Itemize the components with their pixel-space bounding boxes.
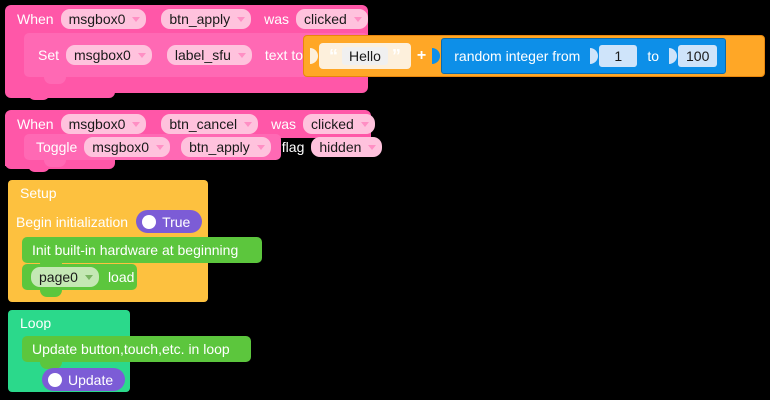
when-label: When [17, 116, 54, 132]
text-to-label: text to [264, 47, 304, 63]
chevron-down-icon [237, 52, 246, 58]
cancel-component-dropdown[interactable]: msgbox0 [60, 114, 147, 134]
begin-toggle-label: True [162, 213, 191, 230]
setup-title: Setup [20, 185, 57, 201]
socket-plug-to [669, 48, 677, 64]
toggle-component-value: msgbox0 [92, 139, 150, 155]
statement-block-update-loop[interactable]: Update button,touch,etc. in loop [22, 336, 251, 362]
block-notch [28, 93, 50, 100]
cancel-target-value: btn_cancel [169, 116, 238, 132]
chevron-down-icon [137, 52, 146, 58]
toggle-target-value: btn_apply [189, 139, 250, 155]
socket-plug-string [310, 48, 318, 64]
load-label: load [107, 269, 135, 285]
page-load-row: page0 load [22, 264, 137, 290]
value-block-string[interactable]: “ Hello ” [319, 43, 411, 69]
cancel-target-dropdown[interactable]: btn_cancel [161, 114, 259, 134]
event-dropdown-value: clicked [304, 11, 347, 27]
component-dropdown-msgbox0[interactable]: msgbox0 [60, 9, 147, 29]
set-component-value: msgbox0 [74, 47, 131, 63]
set-row: Set msgbox0 label_sfu text to [24, 33, 368, 77]
cancel-component-value: msgbox0 [68, 116, 126, 132]
block-notch [28, 165, 50, 172]
value-block-random-integer[interactable]: random integer from 1 to 100 [441, 38, 727, 74]
was-label: was [271, 116, 297, 132]
set-label: Set [38, 47, 60, 63]
event-dropdown-clicked[interactable]: clicked [296, 9, 368, 29]
chevron-down-icon [84, 274, 93, 280]
cancel-event-dropdown[interactable]: clicked [303, 114, 375, 134]
component-dropdown-value: msgbox0 [68, 11, 126, 27]
statement-block-page-load[interactable]: page0 load [22, 264, 137, 290]
random-to-field[interactable]: 100 [678, 45, 718, 67]
open-quote-icon: “ [329, 46, 338, 66]
chevron-down-icon [132, 121, 141, 127]
chevron-down-icon [156, 144, 165, 150]
statement-block-init-hardware[interactable]: Init built-in hardware at beginning [22, 237, 262, 263]
chevron-down-icon [132, 16, 141, 22]
close-quote-icon: ” [391, 46, 401, 66]
join-operator: + [416, 47, 427, 64]
begin-initialization-row: Begin initialization True [16, 210, 203, 233]
begin-initialization-toggle[interactable]: True [136, 210, 203, 233]
target-dropdown-value: btn_apply [169, 11, 231, 27]
chevron-down-icon [244, 121, 253, 127]
chevron-down-icon [368, 144, 377, 150]
statement-block-toggle-flag[interactable]: Toggle msgbox0 btn_apply flag hidden [24, 134, 383, 160]
chevron-down-icon [256, 144, 265, 150]
chevron-down-icon [353, 16, 362, 22]
toggle-label: Toggle [36, 139, 78, 155]
update-loop-label: Update button,touch,etc. in loop [32, 341, 230, 357]
when-label: When [17, 11, 54, 27]
radio-dot-icon [142, 214, 157, 229]
loop-title: Loop [20, 315, 52, 331]
update-toggle[interactable]: Update [42, 368, 126, 391]
cancel-event-value: clicked [311, 116, 354, 132]
statement-notch [44, 77, 66, 84]
random-from-field[interactable]: 1 [599, 45, 638, 67]
event-block-btn-apply-foot [5, 76, 115, 98]
toggle-flag-dropdown[interactable]: hidden [311, 137, 383, 157]
value-block-text-join[interactable]: “ Hello ” + random integer from 1 to 100 [303, 35, 765, 77]
set-property-dropdown[interactable]: label_sfu [166, 45, 252, 65]
toggle-component-dropdown[interactable]: msgbox0 [84, 137, 171, 157]
statement-notch [40, 362, 62, 369]
random-from-label: random integer from [454, 48, 581, 64]
toggle-row: Toggle msgbox0 btn_apply flag hidden [24, 134, 383, 160]
begin-initialization-label: Begin initialization [16, 213, 129, 230]
string-text-field[interactable]: Hello [342, 47, 388, 65]
radio-dot-icon [48, 372, 62, 387]
page-dropdown[interactable]: page0 [31, 267, 99, 287]
event-block-btn-cancel[interactable]: When msgbox0 btn_cancel was clicked [5, 110, 375, 138]
target-dropdown-btn-apply[interactable]: btn_apply [161, 9, 252, 29]
init-hardware-row: Init built-in hardware at beginning [22, 237, 262, 263]
setup-block-foot [8, 288, 208, 302]
flag-label: flag [281, 139, 305, 155]
toggle-flag-value: hidden [319, 139, 362, 155]
page-dropdown-value: page0 [39, 269, 78, 285]
statement-notch [40, 290, 62, 297]
set-component-dropdown[interactable]: msgbox0 [66, 45, 152, 65]
update-toggle-label: Update [68, 371, 114, 388]
set-property-value: label_sfu [174, 47, 231, 63]
socket-plug-random [432, 48, 441, 64]
event-header-row: When msgbox0 btn_apply was clicked [5, 5, 368, 33]
update-loop-row: Update button,touch,etc. in loop [22, 336, 251, 362]
toggle-target-dropdown[interactable]: btn_apply [181, 137, 271, 157]
chevron-down-icon [360, 121, 369, 127]
was-label: was [264, 11, 290, 27]
chevron-down-icon [237, 16, 246, 22]
init-hardware-label: Init built-in hardware at beginning [32, 242, 239, 258]
statement-notch [44, 160, 66, 167]
socket-plug-from [590, 48, 599, 64]
join-row: “ Hello ” + random integer from 1 to 100 [304, 36, 764, 76]
event-cancel-header-row: When msgbox0 btn_cancel was clicked [5, 110, 375, 138]
random-to-label: to [647, 48, 659, 64]
